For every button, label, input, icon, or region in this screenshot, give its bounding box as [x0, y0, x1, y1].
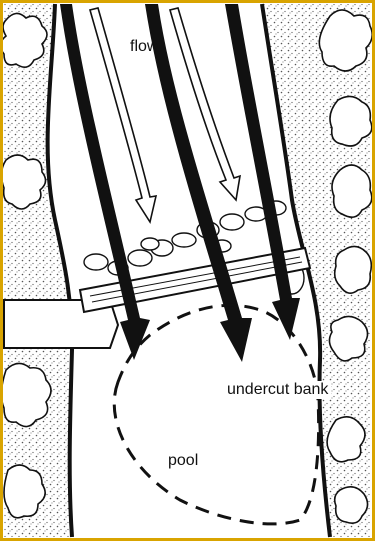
undercut-bank-label: undercut bank — [224, 381, 331, 399]
pool-outline — [114, 305, 318, 524]
flow-arrow — [90, 8, 240, 222]
flow-label: flow — [130, 38, 158, 56]
pool-label: pool — [168, 452, 198, 470]
left-bank — [4, 4, 72, 537]
